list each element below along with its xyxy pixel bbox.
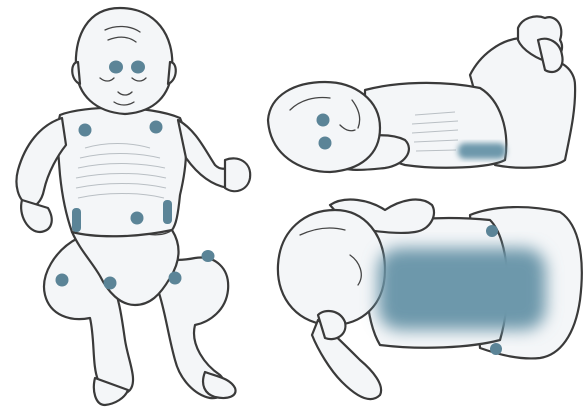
patch-back-large xyxy=(378,248,546,330)
marker-front-right-flank xyxy=(163,200,172,224)
marker-front-forehead-right xyxy=(131,61,145,74)
marker-front-left-flank xyxy=(72,208,81,232)
front-right-foot xyxy=(203,372,235,398)
marker-side-forehead xyxy=(317,114,330,127)
front-right-ear xyxy=(168,62,176,84)
marker-front-left-thigh-outer xyxy=(56,274,69,287)
marker-front-right-thigh xyxy=(169,272,182,285)
marker-front-forehead-left xyxy=(109,61,123,74)
marker-side-cheek xyxy=(319,137,332,150)
front-left-hand xyxy=(21,200,52,232)
front-head xyxy=(76,8,172,114)
front-right-fist xyxy=(225,158,250,191)
marker-front-left-shoulder xyxy=(79,124,92,137)
marker-front-left-thigh xyxy=(104,277,117,290)
patch-side-flank xyxy=(458,143,506,159)
side-head xyxy=(268,82,380,172)
marker-front-abdomen xyxy=(131,212,144,225)
marker-front-right-thigh-outer xyxy=(202,250,215,262)
marker-front-right-shoulder xyxy=(150,121,163,134)
marker-back-lower-buttock xyxy=(490,343,502,355)
back-head xyxy=(278,210,385,325)
marker-back-upper-buttock xyxy=(486,225,498,237)
baby-side-view xyxy=(268,16,575,172)
front-left-ear xyxy=(72,62,80,84)
